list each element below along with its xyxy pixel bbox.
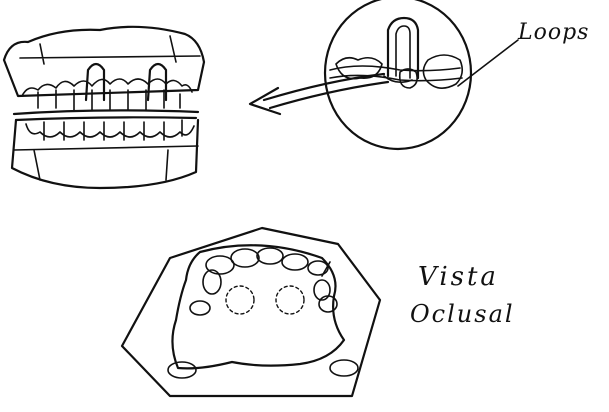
detail-arrow: [250, 74, 388, 114]
frontal-dentition-drawing: [4, 27, 204, 188]
oclusal-label: Oclusal: [410, 300, 515, 328]
loop-detail-circle: [325, 0, 471, 149]
vista-label: Vista: [418, 262, 499, 292]
loops-label: Loops: [518, 20, 589, 45]
occlusal-view-drawing: [122, 228, 380, 396]
